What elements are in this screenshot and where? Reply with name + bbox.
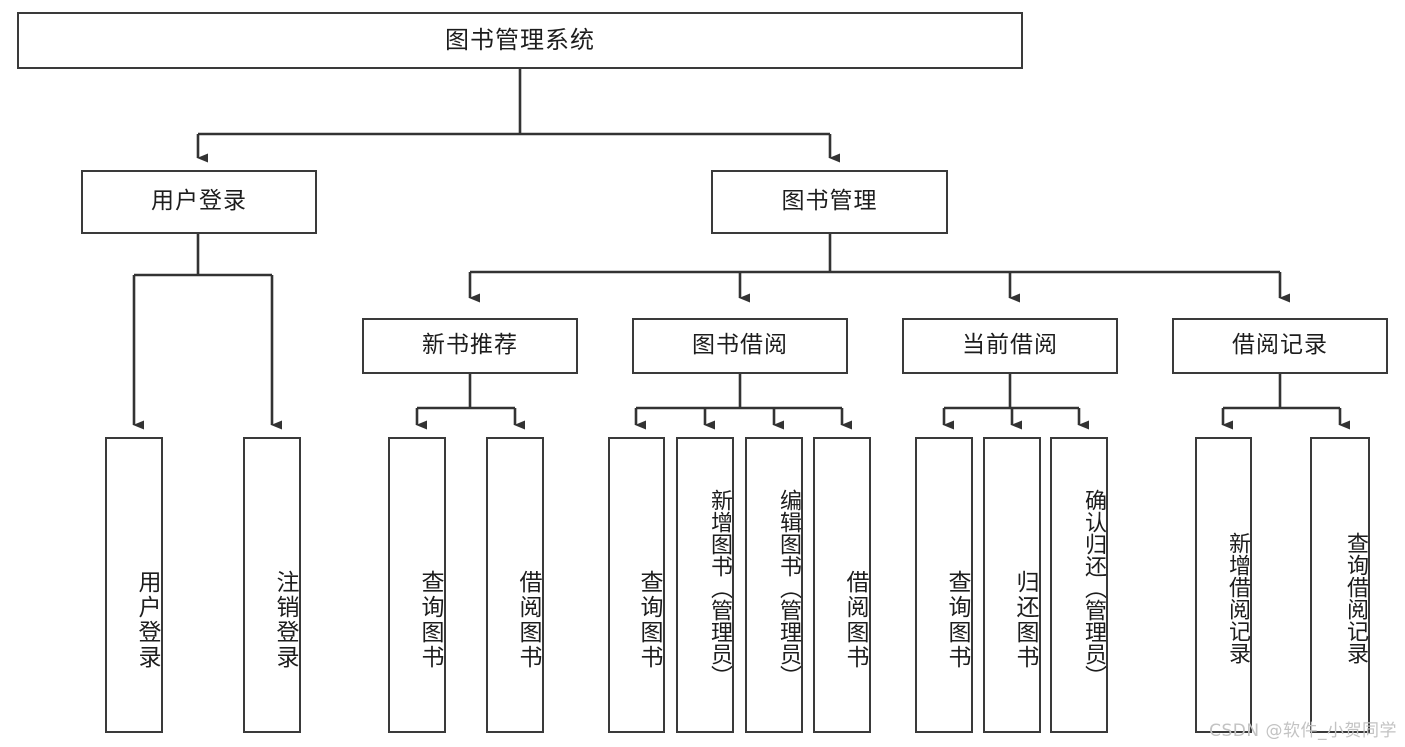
node-label: 借阅图书: [842, 570, 868, 670]
node-label: 查询图书: [417, 570, 443, 670]
leaf-current-borrow-return-book[interactable]: 归还图书: [983, 437, 1041, 733]
node-label: 新增借阅记录: [1225, 532, 1250, 664]
node-label: 查询借阅记录: [1343, 532, 1368, 664]
leaf-user-login-login[interactable]: 用户登录: [105, 437, 163, 733]
node-label: 图书管理: [781, 188, 878, 215]
node-label: 用户登录: [134, 570, 160, 670]
node-label: 新书推荐: [422, 332, 518, 359]
node-label: 确认归还（管理员）: [1081, 489, 1106, 687]
node-borrow-record[interactable]: 借阅记录: [1172, 318, 1388, 374]
node-label: 注销登录: [272, 570, 298, 670]
node-label: 查询图书: [636, 570, 662, 670]
node-label: 借阅图书: [515, 570, 541, 670]
node-book-borrow[interactable]: 图书借阅: [632, 318, 848, 374]
node-label: 归还图书: [1012, 570, 1038, 670]
leaf-new-book-query-book[interactable]: 查询图书: [388, 437, 446, 733]
leaf-book-borrow-add-book-admin[interactable]: 新增图书（管理员）: [676, 437, 734, 733]
node-label: 编辑图书（管理员）: [776, 489, 801, 687]
leaf-borrow-record-query-record[interactable]: 查询借阅记录: [1310, 437, 1370, 733]
node-root-book-management-system[interactable]: 图书管理系统: [17, 12, 1023, 69]
leaf-current-borrow-query-book[interactable]: 查询图书: [915, 437, 973, 733]
node-label: 图书管理系统: [445, 26, 595, 55]
node-current-borrow[interactable]: 当前借阅: [902, 318, 1118, 374]
node-new-book-recommend[interactable]: 新书推荐: [362, 318, 578, 374]
node-label: 当前借阅: [962, 332, 1058, 359]
leaf-borrow-record-add-record[interactable]: 新增借阅记录: [1195, 437, 1252, 733]
node-book-management[interactable]: 图书管理: [711, 170, 948, 234]
csdn-watermark: CSDN @软件_小贺同学: [1209, 721, 1397, 741]
node-user-login[interactable]: 用户登录: [81, 170, 317, 234]
leaf-user-login-logout[interactable]: 注销登录: [243, 437, 301, 733]
leaf-book-borrow-borrow-book[interactable]: 借阅图书: [813, 437, 871, 733]
leaf-book-borrow-edit-book-admin[interactable]: 编辑图书（管理员）: [745, 437, 803, 733]
leaf-book-borrow-query-book[interactable]: 查询图书: [608, 437, 665, 733]
leaf-current-borrow-confirm-return-admin[interactable]: 确认归还（管理员）: [1050, 437, 1108, 733]
node-label: 查询图书: [944, 570, 970, 670]
leaf-new-book-borrow-book[interactable]: 借阅图书: [486, 437, 544, 733]
node-label: 借阅记录: [1232, 332, 1328, 359]
node-label: 新增图书（管理员）: [707, 489, 732, 687]
node-label: 图书借阅: [692, 332, 788, 359]
node-label: 用户登录: [151, 188, 247, 215]
